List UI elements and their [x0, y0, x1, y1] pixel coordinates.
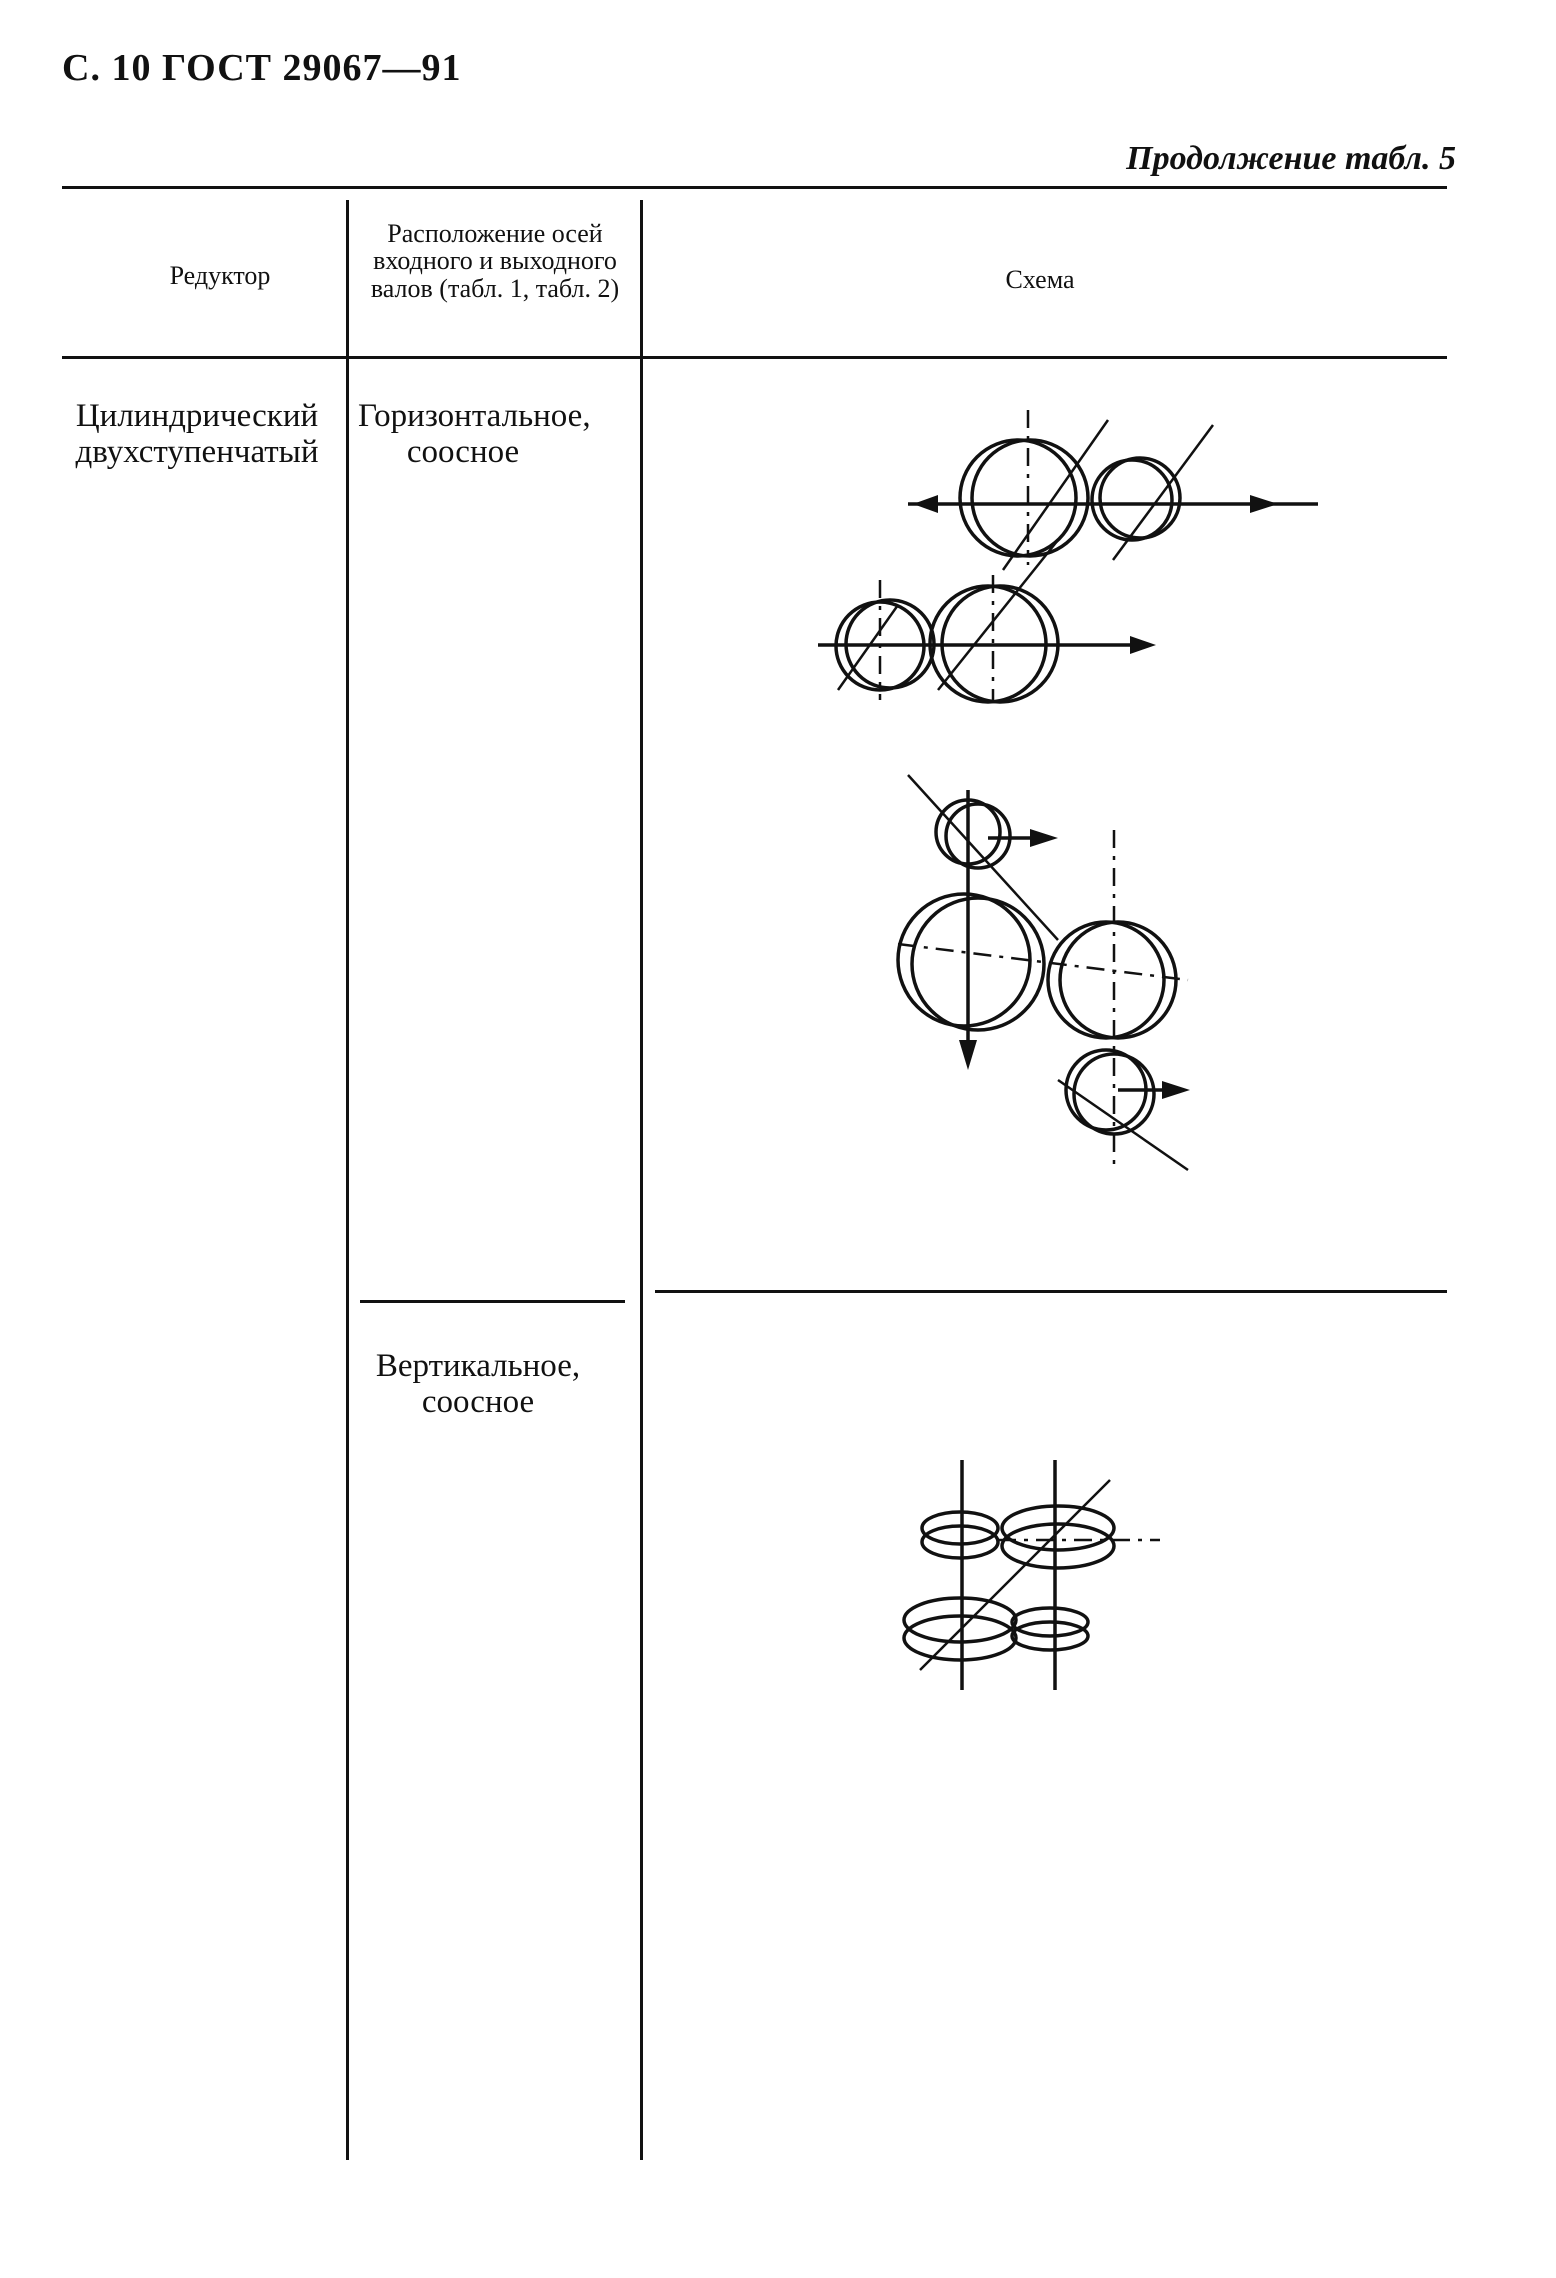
schema-horizontal-1 [818, 410, 1318, 704]
schema-vertical [902, 1460, 1160, 1690]
table-top-rule [62, 186, 1447, 189]
column-line-1 [346, 200, 349, 2160]
arrangement-horizontal: Горизонтальное, соосное [358, 398, 591, 471]
arrangement-vertical: Вертикальное, соосное [375, 1348, 581, 1421]
table-continuation-label: Продолжение табл. 5 [1126, 140, 1456, 177]
schema-horizontal-2 [896, 774, 1190, 1172]
header-reducer: Редуктор [169, 261, 271, 290]
reducer-type: Цилиндрический двухступенчатый [75, 398, 319, 471]
page-header: С. 10 ГОСТ 29067—91 [62, 47, 462, 89]
header-axes-arrangement: Расположение осей входного и выходного в… [370, 219, 620, 303]
row-divider-rule [360, 1300, 625, 1303]
column-line-2 [640, 200, 643, 2160]
header-bottom-rule [62, 356, 1447, 359]
schema-divider-rule [655, 1290, 1447, 1293]
header-schema: Схема [1005, 265, 1075, 294]
